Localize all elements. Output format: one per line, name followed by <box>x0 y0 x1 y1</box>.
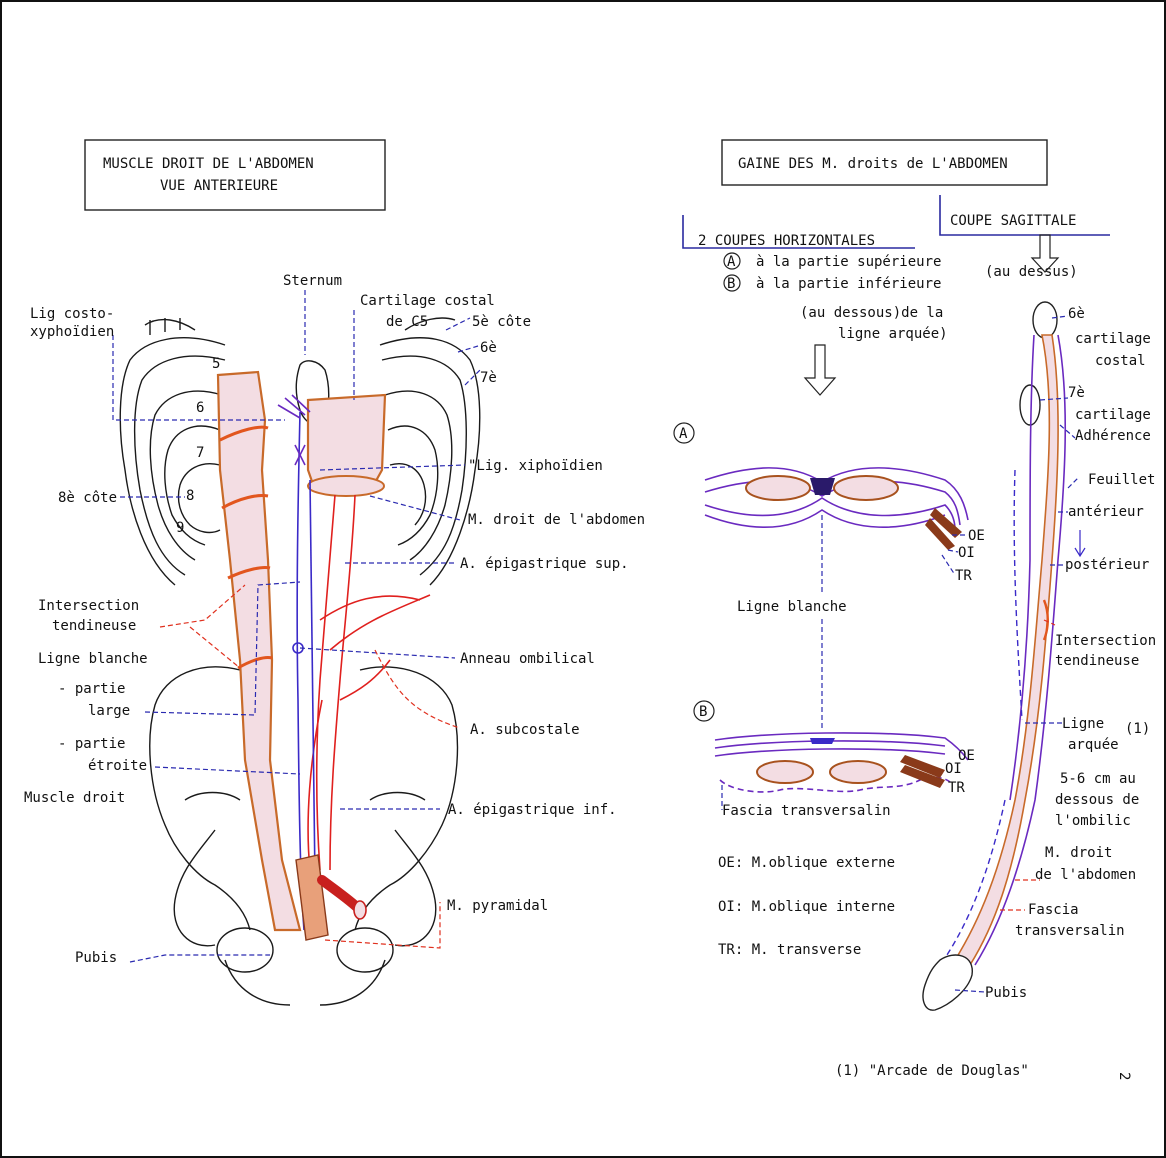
label-a-epigastrique-inf: A. épigastrique inf. <box>448 802 617 818</box>
section-b-label: B <box>699 704 707 720</box>
label-coupes-horizontales: 2 COUPES HORIZONTALES <box>698 233 875 249</box>
sag-anterieur: antérieur <box>1068 504 1144 520</box>
label-intersection-line1: Intersection <box>38 598 139 614</box>
arrow-feuillet-icon <box>1075 530 1085 556</box>
label-oi-b: OI <box>945 761 962 777</box>
sag-c6-line3: costal <box>1095 353 1146 369</box>
label-lig-xiphoidien: "Lig. xiphoïdien <box>468 458 603 474</box>
label-m-pyramidal: M. pyramidal <box>447 898 548 914</box>
label-lig-costo-line1: Lig costo- <box>30 306 114 322</box>
sag-fascia-line2: transversalin <box>1015 923 1125 939</box>
sag-c7-line1: 7è <box>1068 385 1085 401</box>
leader-tr-a <box>942 555 955 575</box>
linea-alba <box>297 412 304 930</box>
sag-c6-line1: 6è <box>1068 306 1085 322</box>
label-m-droit: M. droit de l'abdomen <box>468 512 645 528</box>
section-b-diagram <box>715 733 968 792</box>
sag-m-droit-line1: M. droit <box>1045 845 1112 861</box>
sag-intersection: Intersection <box>1055 633 1156 649</box>
label-au-dessus: (au dessus) <box>985 264 1078 280</box>
label-a-epigastrique-sup: A. épigastrique sup. <box>460 556 629 572</box>
rib-number-7: 7 <box>196 445 204 461</box>
epigastric-arteries <box>308 495 430 870</box>
section-a-diagram <box>705 468 968 550</box>
label-cartilage-line2: de C5 <box>386 314 428 330</box>
sag-ligne: Ligne <box>1062 716 1104 732</box>
label-rib8: 8è côte <box>58 490 117 506</box>
label-partie-2: - partie <box>58 736 125 752</box>
label-rib7: 7è <box>480 370 497 386</box>
sag-ligne-note: (1) <box>1125 721 1150 737</box>
right-title: GAINE DES M. droits de L'ABDOMEN <box>738 156 1008 172</box>
sag-cm-line3: l'ombilic <box>1055 813 1131 829</box>
label-pubis: Pubis <box>75 950 117 966</box>
label-partie-1: - partie <box>58 681 125 697</box>
label-oe-a: OE <box>968 528 985 544</box>
sag-feuillet: Feuillet <box>1088 472 1155 488</box>
rib-number-8: 8 <box>186 488 194 504</box>
sag-arquee: arquée <box>1068 737 1119 753</box>
epigastric-inf-cut <box>322 880 366 919</box>
label-cartilage-line1: Cartilage costal <box>360 293 495 309</box>
label-a-subcostale: A. subcostale <box>470 722 580 738</box>
section-a-label: A <box>679 426 688 442</box>
label-rib5: 5è côte <box>472 314 531 330</box>
rib-number-9: 9 <box>176 520 184 536</box>
leader-oi-a <box>948 550 958 552</box>
page-number: 2 <box>1116 1072 1132 1080</box>
left-title-line1: MUSCLE DROIT DE L'ABDOMEN <box>103 156 314 172</box>
label-lig-costo-line2: xyphoïdien <box>30 324 114 340</box>
pelvis <box>150 667 458 1005</box>
rectus-muscle-left <box>218 372 300 930</box>
label-etroite: étroite <box>88 758 147 774</box>
sag-c6-line2: cartilage <box>1075 331 1151 347</box>
label-intersection-line2: tendineuse <box>52 618 136 634</box>
sag-c7-line2: cartilage <box>1075 407 1151 423</box>
sag-adherence: Adhérence <box>1075 428 1151 444</box>
marker-b: B <box>727 276 735 292</box>
sag-m-droit-line2: de l'abdomen <box>1035 867 1136 883</box>
footnote: (1) "Arcade de Douglas" <box>835 1063 1029 1079</box>
sag-posterieur: postérieur <box>1065 557 1149 573</box>
pyramidal-muscle <box>296 855 328 940</box>
epigastric-vein <box>310 480 315 880</box>
rib-number-5: 5 <box>212 356 220 372</box>
label-b-partie-inferieure: à la partie inférieure <box>756 276 941 292</box>
rib-number-6: 6 <box>196 400 204 416</box>
ribcage-right <box>380 318 480 585</box>
rectus-muscle-right-cut <box>308 476 384 496</box>
label-ligne-blanche-right: Ligne blanche <box>737 599 847 615</box>
sag-fascia-line1: Fascia <box>1028 902 1079 918</box>
label-tr-a: TR <box>955 568 972 584</box>
left-title-line2: VUE ANTERIEURE <box>160 178 278 194</box>
label-oi-a: OI <box>958 545 975 561</box>
label-coupe-sagittale: COUPE SAGITTALE <box>950 213 1076 229</box>
left-title-box <box>85 140 385 210</box>
label-muscle-droit: Muscle droit <box>24 790 125 806</box>
ribcage-left <box>120 318 225 585</box>
arrow-down-horizontal-icon <box>805 345 835 395</box>
label-ligne-blanche: Ligne blanche <box>38 651 148 667</box>
legend-oe: OE: M.oblique externe <box>718 855 895 871</box>
label-tr-b: TR <box>948 780 965 796</box>
legend-oi: OI: M.oblique interne <box>718 899 895 915</box>
label-a-partie-superieure: à la partie supérieure <box>756 254 941 270</box>
label-anneau-ombilical: Anneau ombilical <box>460 651 595 667</box>
label-au-dessous-line1: (au dessous)de la <box>800 305 943 321</box>
sag-cm-line2: dessous de <box>1055 792 1139 808</box>
sag-pubis: Pubis <box>985 985 1027 1001</box>
legend-tr: TR: M. transverse <box>718 942 861 958</box>
costoxiphoid-ligament <box>278 395 310 418</box>
marker-a: A <box>727 254 736 270</box>
label-sternum: Sternum <box>283 273 342 289</box>
label-fascia-transversalin: Fascia transversalin <box>722 803 891 819</box>
sag-cm-line1: 5-6 cm au <box>1060 771 1136 787</box>
label-au-dessous-line2: ligne arquée) <box>838 326 948 342</box>
label-rib6: 6è <box>480 340 497 356</box>
label-large: large <box>88 703 130 719</box>
sag-tendineuse: tendineuse <box>1055 653 1139 669</box>
